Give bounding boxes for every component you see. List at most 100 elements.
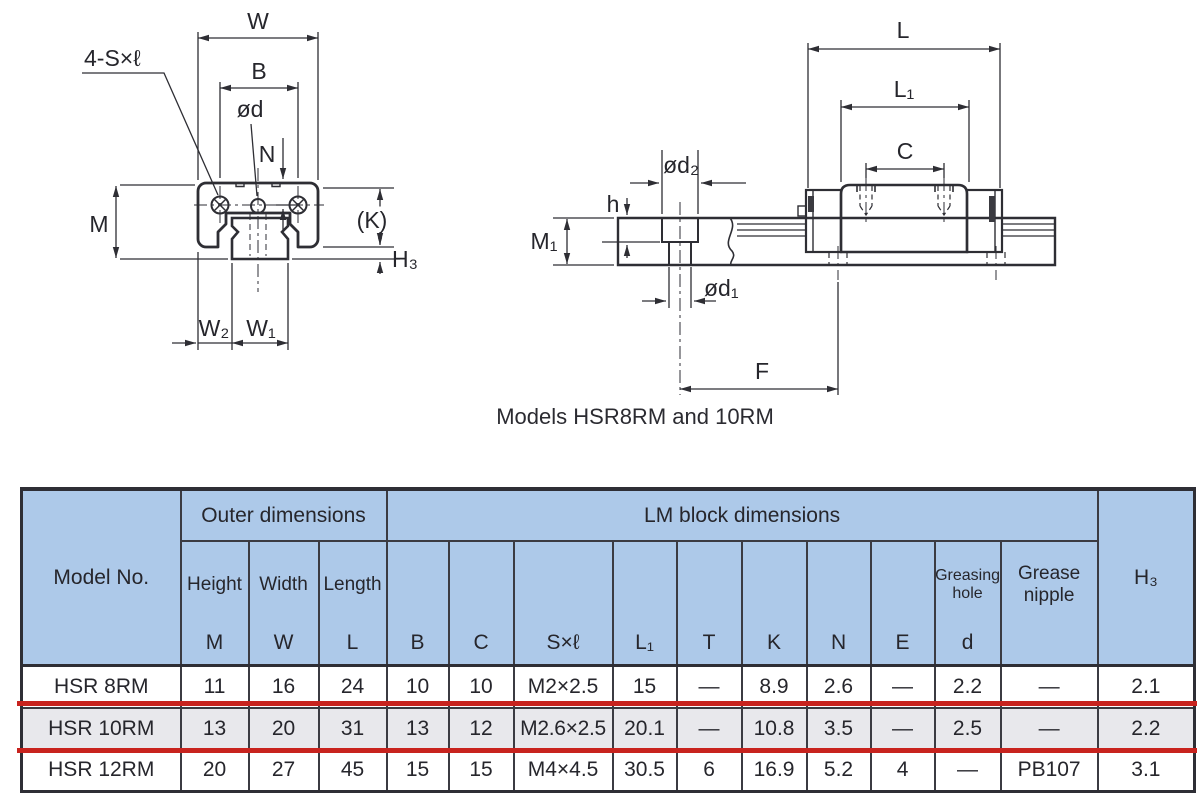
dim-label-n: N [259, 141, 276, 167]
column-header: Greasing hole d [933, 540, 1002, 667]
dim-c: C [865, 138, 945, 178]
end-seal-mark-left [808, 196, 814, 212]
column-label [679, 543, 740, 628]
value-cell: 10 [447, 664, 515, 709]
lm-block-dimensions-header: LM block dimensions [385, 488, 1099, 542]
value-cell: 20 [247, 706, 320, 751]
column-symbol: K [767, 631, 782, 654]
hidden-rail-holes [828, 246, 1006, 280]
column-header: E [869, 540, 936, 667]
column-header: T [675, 540, 743, 667]
dim-f: F [680, 282, 839, 395]
value-cell: 15 [611, 664, 678, 709]
value-cell: 5.2 [805, 748, 872, 793]
dim-n: N [259, 138, 300, 232]
table-group-row: Model No. Outer dimensions LM block dime… [20, 488, 1196, 667]
column-label [516, 543, 611, 628]
dim-l1: L₁ [840, 76, 970, 182]
technical-drawings: W B ød N 4-S×ℓ [82, 8, 1057, 395]
dim-label-b: B [251, 58, 266, 84]
dim-label-screw: 4-S×ℓ [84, 45, 141, 71]
column-symbol: L [346, 631, 359, 654]
column-symbol [1003, 628, 1096, 664]
column-label: Greasing hole [935, 567, 1000, 602]
value-cell: 4 [869, 748, 936, 793]
end-seal-mark-right [989, 196, 995, 222]
column-symbol: M [205, 631, 224, 654]
value-cell: 12 [447, 706, 515, 751]
dimension-table: Model No. Outer dimensions LM block dime… [20, 487, 1197, 793]
value-cell: — [869, 664, 936, 709]
dim-label-d: ød [237, 96, 264, 122]
column-header: B [385, 540, 450, 667]
lm-block-side-view [797, 178, 1004, 254]
column-label [809, 543, 869, 628]
rail-side-view [616, 216, 1057, 267]
column-label: Length [323, 574, 382, 596]
block-top-notches [235, 183, 281, 188]
column-header: L₁ [611, 540, 678, 667]
value-cell: 15 [385, 748, 450, 793]
dim-label-m1: M₁ [531, 228, 558, 254]
value-cell: 10 [385, 664, 450, 709]
value-cell: M4×4.5 [512, 748, 614, 793]
column-label [744, 543, 805, 628]
value-cell: — [999, 664, 1099, 709]
dim-m1: M₁ [531, 217, 614, 266]
column-symbol: N [830, 631, 847, 654]
column-header: S×ℓ [512, 540, 614, 667]
value-cell: 3.5 [805, 706, 872, 751]
dim-label-d2: ød₂ [663, 152, 699, 178]
value-cell: 16.9 [740, 748, 808, 793]
value-cell: — [933, 748, 1002, 793]
dim-w2-w1: W₂ W₁ [172, 252, 289, 350]
value-cell: 6 [675, 748, 743, 793]
column-symbol: E [895, 631, 910, 654]
column-symbol: B [410, 631, 425, 654]
column-symbol: T [702, 631, 716, 654]
dim-b: B [219, 58, 299, 178]
table-header: Model No. Outer dimensions LM block dime… [20, 488, 1196, 667]
dim-k: (K) [323, 187, 394, 248]
rail-cross-section [230, 216, 290, 261]
counterbore-hole [661, 218, 699, 265]
dim-label-f: F [755, 358, 769, 384]
value-cell: 10.8 [740, 706, 808, 751]
value-cell: 2.5 [933, 706, 1002, 751]
grease-fitting-stub [797, 205, 807, 217]
column-symbol: W [273, 631, 294, 654]
model-no-header: Model No. [20, 488, 182, 667]
centerlines-front [194, 168, 324, 292]
value-cell: 13 [385, 706, 450, 751]
value-cell: 15 [447, 748, 515, 793]
column-label [615, 543, 675, 628]
column-label [389, 543, 447, 628]
dim-label-k: (K) [357, 207, 388, 233]
value-cell: 31 [317, 706, 388, 751]
value-cell: M2×2.5 [512, 664, 614, 709]
value-cell: 27 [247, 748, 320, 793]
dim-d2: ød₂ [630, 150, 746, 214]
dim-label-h3: H₃ [392, 246, 418, 272]
value-cell: 45 [317, 748, 388, 793]
column-symbol: L₁ [635, 631, 654, 654]
value-cell: 2.2 [1096, 706, 1196, 751]
page-title: Models HSR8RM and 10RM [496, 404, 774, 429]
value-cell: 20.1 [611, 706, 678, 751]
value-cell: 13 [179, 706, 250, 751]
dim-label-w1: W₁ [246, 315, 276, 341]
column-symbol: d [961, 631, 974, 654]
value-cell: M2.6×2.5 [512, 706, 614, 751]
value-cell: — [675, 706, 743, 751]
dim-label-w2: W₂ [199, 315, 230, 341]
value-cell: 3.1 [1096, 748, 1196, 793]
dim-h: h [602, 191, 660, 258]
column-symbol: S×ℓ [546, 631, 580, 654]
value-cell: PB107 [999, 748, 1099, 793]
